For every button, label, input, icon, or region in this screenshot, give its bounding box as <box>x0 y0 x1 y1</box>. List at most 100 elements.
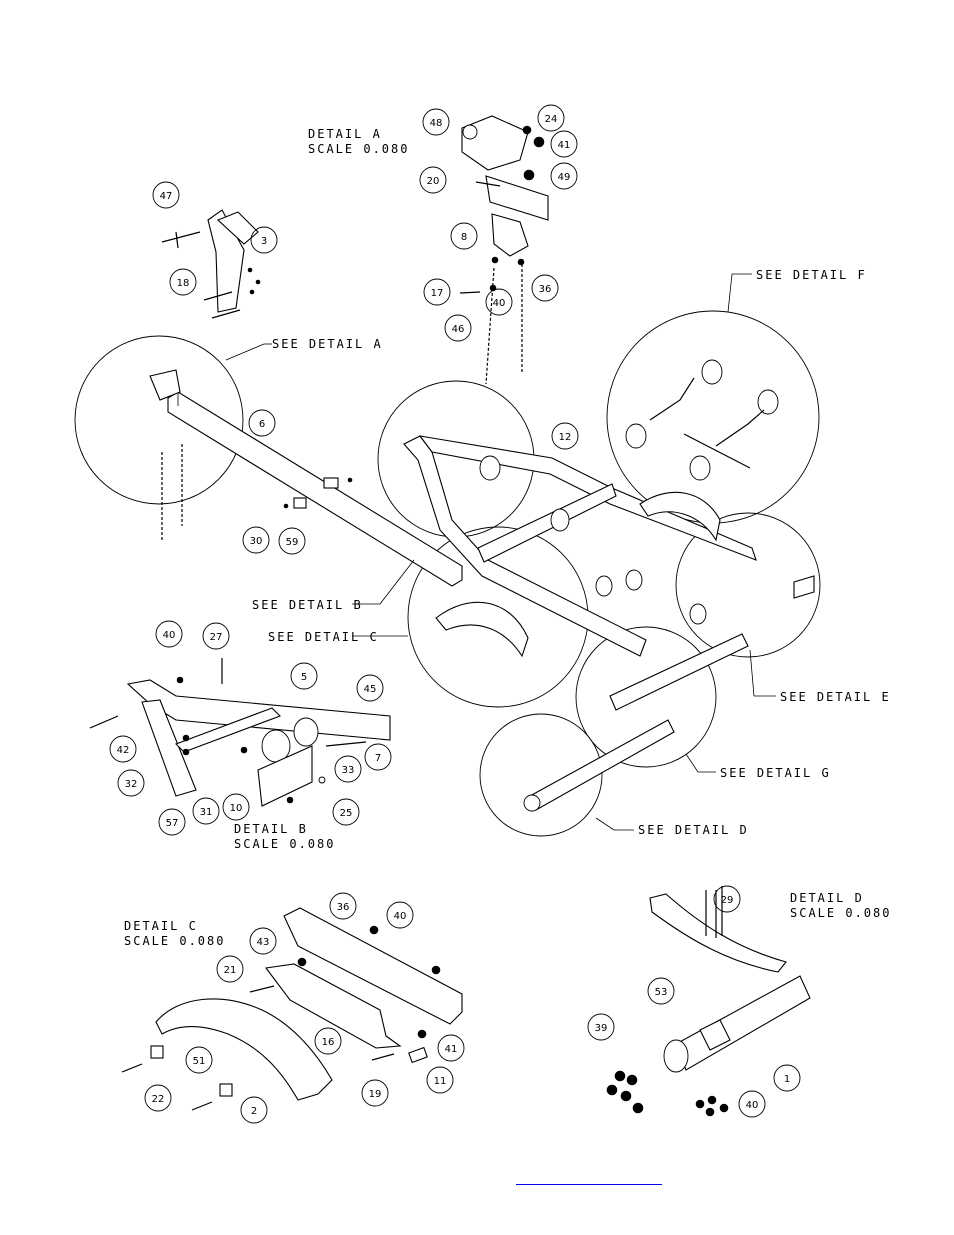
item-balloon <box>550 130 578 158</box>
item-number: 41 <box>445 1044 458 1055</box>
item-balloon <box>444 314 472 342</box>
item-balloon <box>485 288 513 316</box>
item-balloon <box>185 1046 213 1074</box>
item-number: 7 <box>375 753 381 764</box>
item-number: 39 <box>595 1023 608 1034</box>
item-number: 42 <box>117 745 130 756</box>
item-balloon <box>249 927 277 955</box>
item-balloon <box>250 226 278 254</box>
item-number: 17 <box>431 288 444 299</box>
item-number: 6 <box>259 419 265 430</box>
item-balloon <box>773 1064 801 1092</box>
item-balloon <box>423 278 451 306</box>
item-number: 51 <box>193 1056 206 1067</box>
item-number: 2 <box>251 1106 257 1117</box>
item-number: 24 <box>545 114 558 125</box>
item-balloon <box>537 104 565 132</box>
detail-a-scale: SCALE 0.080 <box>308 142 409 156</box>
item-balloon <box>240 1096 268 1124</box>
item-number: 29 <box>721 895 734 906</box>
item-balloon <box>332 798 360 826</box>
item-number: 40 <box>493 298 506 309</box>
item-balloon <box>531 274 559 302</box>
detail-c-fender: DETAIL C SCALE 0.080 <box>121 907 463 1111</box>
item-balloon <box>248 409 276 437</box>
detail-d-title: DETAIL D <box>790 891 864 905</box>
item-number: 3 <box>261 236 267 247</box>
item-balloon <box>386 901 414 929</box>
item-balloon <box>551 422 579 450</box>
detail-d-axle-spring: DETAIL D SCALE 0.080 <box>606 886 891 1117</box>
item-number: 20 <box>427 176 440 187</box>
item-number: 5 <box>301 672 307 683</box>
item-number: 11 <box>434 1076 447 1087</box>
detail-b-title: DETAIL B <box>234 822 308 836</box>
item-balloon <box>117 769 145 797</box>
callout-leaders <box>225 273 776 831</box>
item-balloon <box>364 743 392 771</box>
item-balloon <box>419 166 447 194</box>
main-frame-assembly <box>74 310 821 837</box>
item-balloon <box>202 622 230 650</box>
item-balloon <box>329 892 357 920</box>
item-balloon <box>152 181 180 209</box>
item-balloon <box>155 620 183 648</box>
item-number: 21 <box>224 965 237 976</box>
item-balloon <box>278 527 306 555</box>
item-balloon <box>422 108 450 136</box>
item-balloon <box>144 1084 172 1112</box>
see-detail-g: SEE DETAIL G <box>720 766 831 780</box>
footer-link[interactable] <box>516 1172 662 1185</box>
detail-b-tongue-roller: DETAIL B SCALE 0.080 <box>89 658 391 851</box>
item-number: 33 <box>342 765 355 776</box>
item-number: 48 <box>430 118 443 129</box>
item-number: 53 <box>655 987 668 998</box>
item-number: 12 <box>559 432 572 443</box>
detail-a-title: DETAIL A <box>308 127 382 141</box>
item-balloon <box>222 793 250 821</box>
see-detail-f: SEE DETAIL F <box>756 268 867 282</box>
item-number: 30 <box>250 536 263 547</box>
item-number: 49 <box>558 172 571 183</box>
item-number: 40 <box>746 1100 759 1111</box>
see-detail-d: SEE DETAIL D <box>638 823 749 837</box>
item-balloon <box>738 1090 766 1118</box>
item-number: 59 <box>286 537 299 548</box>
see-detail-c: SEE DETAIL C <box>268 630 379 644</box>
item-number: 19 <box>369 1089 382 1100</box>
callout-labels: SEE DETAIL A SEE DETAIL F SEE DETAIL B S… <box>252 268 891 837</box>
detail-c-title: DETAIL C <box>124 919 198 933</box>
see-detail-b: SEE DETAIL B <box>252 598 363 612</box>
item-balloon <box>290 662 318 690</box>
jack-stand-assembly <box>161 209 261 319</box>
item-balloon <box>242 526 270 554</box>
item-balloon <box>314 1027 342 1055</box>
item-number: 41 <box>558 140 571 151</box>
item-number: 18 <box>177 278 190 289</box>
item-number: 1 <box>784 1074 790 1085</box>
item-number: 45 <box>364 684 377 695</box>
item-balloon <box>356 674 384 702</box>
item-number: 46 <box>452 324 465 335</box>
item-number: 10 <box>230 803 243 814</box>
item-balloon <box>192 797 220 825</box>
item-balloon <box>216 955 244 983</box>
detail-c-scale: SCALE 0.080 <box>124 934 225 948</box>
item-number: 57 <box>166 818 179 829</box>
see-detail-a: SEE DETAIL A <box>272 337 383 351</box>
item-number: 27 <box>210 632 223 643</box>
item-balloon <box>713 885 741 913</box>
item-number: 40 <box>394 911 407 922</box>
detail-d-scale: SCALE 0.080 <box>790 906 891 920</box>
item-number: 36 <box>337 902 350 913</box>
see-detail-e: SEE DETAIL E <box>780 690 891 704</box>
item-number: 43 <box>257 937 270 948</box>
item-balloon <box>587 1013 615 1041</box>
item-number: 25 <box>340 808 353 819</box>
item-number: 31 <box>200 807 213 818</box>
item-number: 16 <box>322 1037 335 1048</box>
item-balloon <box>437 1034 465 1062</box>
item-balloon <box>426 1066 454 1094</box>
